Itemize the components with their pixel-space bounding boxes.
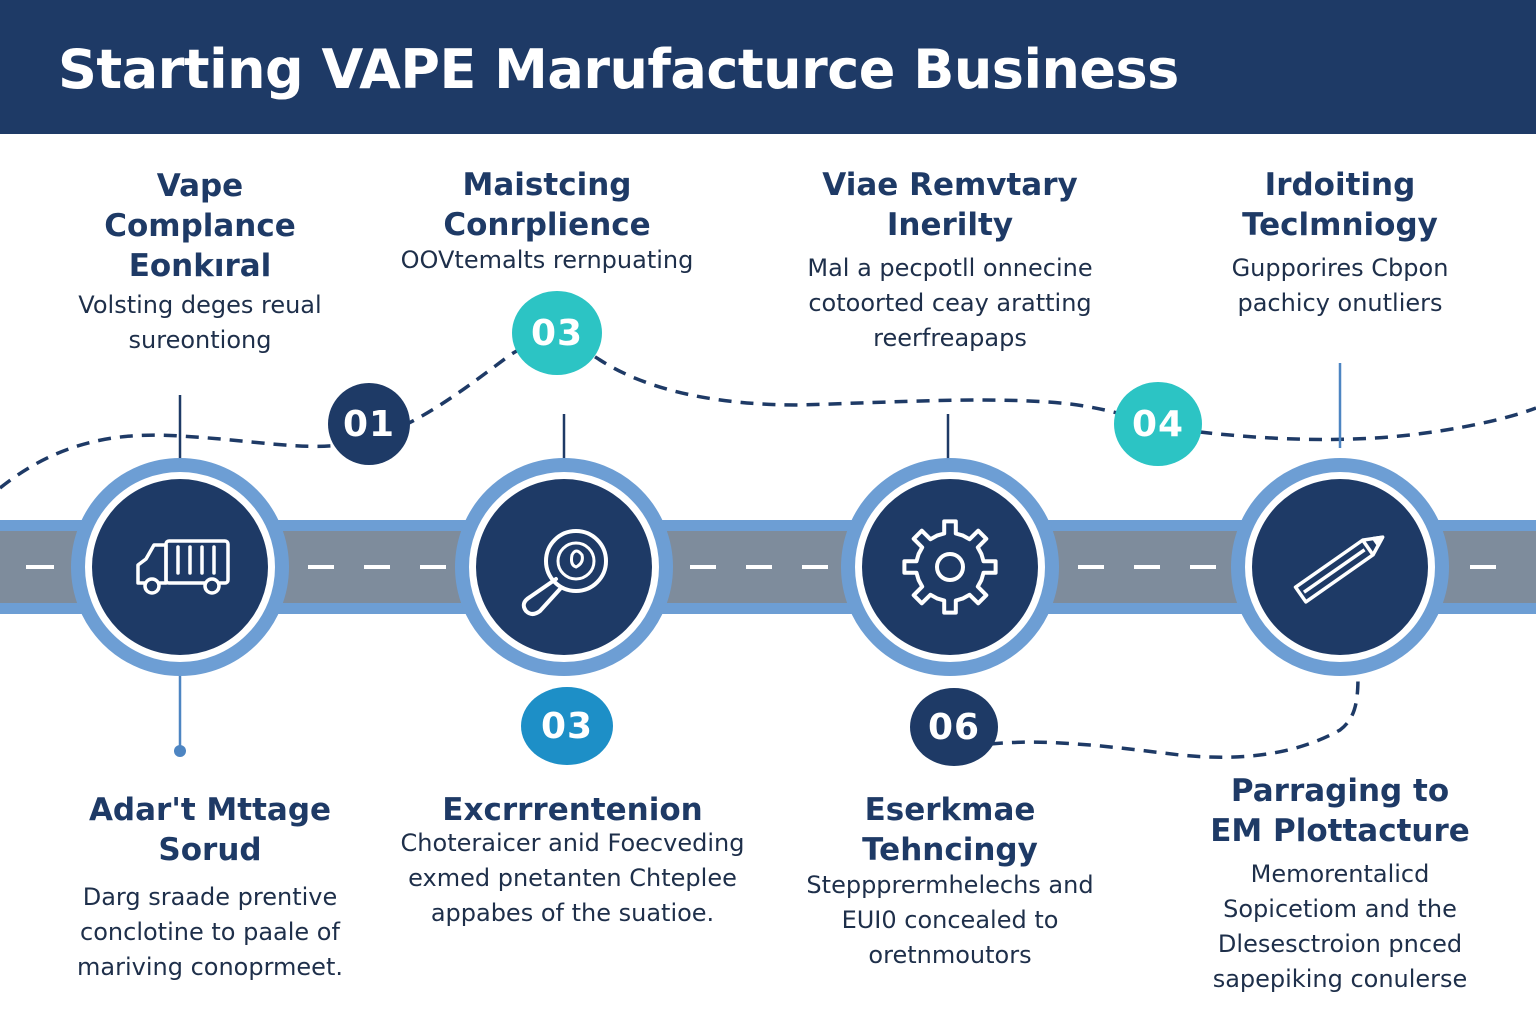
bottom-item-1: Adar't Mttage Sorud Darg sraade prentive…: [40, 790, 380, 985]
step-badge-06: 06: [910, 688, 998, 766]
item-description: Choteraicer anid Foecveding exmed pnetan…: [400, 829, 745, 927]
station-gear: [862, 479, 1038, 655]
step-badge-03-bottom: 03: [521, 687, 613, 765]
station-magnifier: [476, 479, 652, 655]
station-truck: [92, 479, 268, 655]
step-badge-04: 04: [1114, 382, 1202, 466]
page-title: Starting VAPE Marufacturce Business: [58, 38, 1179, 101]
item-description: OOVtemalts rernpuating: [400, 246, 694, 274]
top-item-4: Irdoiting Teclmniogy Gupporires Cbpon pa…: [1180, 165, 1500, 321]
item-title: Excrrrentenion: [442, 792, 703, 828]
bottom-item-3: Eserkmae Tehncingy Steppprermhelechs and…: [790, 790, 1110, 973]
item-title: Irdoiting Teclmniogy: [1242, 167, 1438, 243]
step-badge-03-top: 03: [512, 291, 602, 375]
item-description: Darg sraade prentive conclotine to paale…: [77, 883, 343, 981]
item-title: Eserkmae Tehncingy: [862, 792, 1038, 868]
route-path-lower: [989, 674, 1360, 759]
step-badge-01: 01: [328, 383, 410, 465]
bottom-item-4: Parraging to EM Plottacture Memorentalic…: [1180, 771, 1500, 997]
connector-dot: [174, 745, 186, 757]
gear-icon: [902, 519, 998, 615]
top-item-1: Vape Complance Eonkıral Volsting deges r…: [40, 166, 360, 358]
item-title: Maistcing Conrplience: [443, 167, 651, 243]
station-group: [71, 458, 1449, 676]
item-title: Adar't Mttage Sorud: [88, 792, 332, 868]
truck-icon: [136, 539, 230, 595]
item-description: Memorentalicd Sopicetiom and the Dlesesc…: [1212, 860, 1468, 993]
item-title: Viae Remvtary Inerilty: [822, 167, 1078, 243]
top-item-3: Viae Remvtary Inerilty Mal a pecpotll on…: [770, 165, 1130, 356]
item-description: Gupporires Cbpon pachicy onutliers: [1231, 254, 1449, 317]
item-description: Volsting deges reual sureontiong: [78, 291, 322, 354]
bottom-item-2: Excrrrentenion Choteraicer anid Foecvedi…: [380, 790, 765, 931]
pen-icon: [1293, 535, 1385, 604]
item-title: Parraging to EM Plottacture: [1210, 773, 1470, 849]
header-banner: Starting VAPE Marufacturce Business: [0, 0, 1536, 134]
magnifier-icon: [521, 529, 608, 616]
top-item-2: Maistcing Conrplience OOVtemalts rernpua…: [366, 165, 728, 278]
item-description: Mal a pecpotll onnecine cotoorted ceay a…: [807, 254, 1093, 352]
route-path-upper: [0, 340, 1536, 490]
item-title: Vape Complance Eonkıral: [104, 168, 296, 284]
item-description: Steppprermhelechs and EUI0 concealed to …: [806, 871, 1094, 969]
